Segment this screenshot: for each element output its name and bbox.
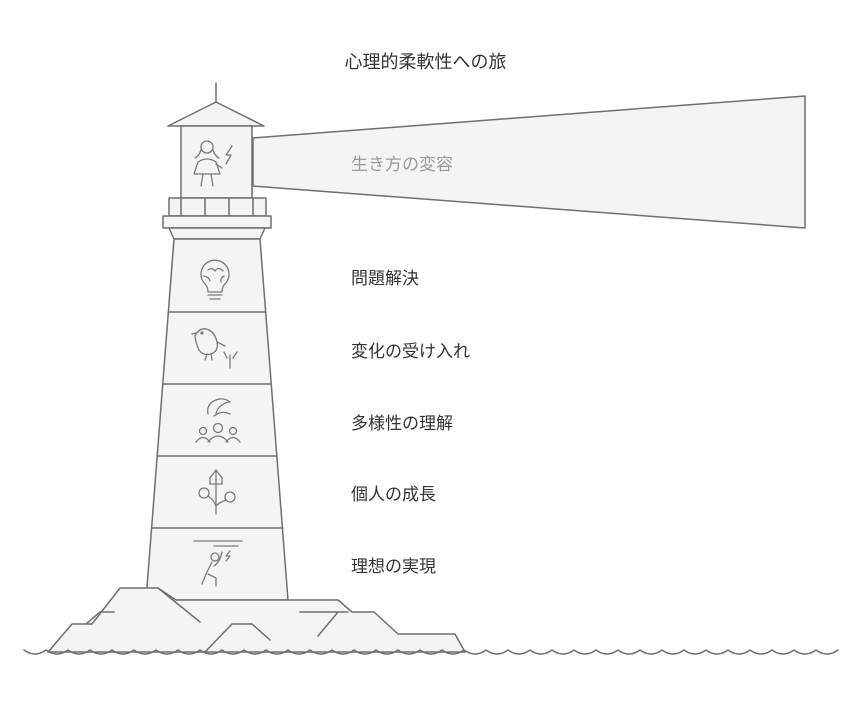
people-group-icon — [195, 398, 241, 443]
level-label-accepting-change: 変化の受け入れ — [351, 342, 470, 362]
person-lightning-icon — [193, 140, 233, 187]
level-label-personal-growth: 個人の成長 — [351, 485, 436, 505]
water-waves — [23, 649, 839, 655]
gallery-railing — [162, 197, 272, 229]
tower-body — [145, 227, 289, 601]
light-beam — [252, 95, 806, 229]
level-label-problem-solving: 問題解決 — [351, 269, 419, 289]
lightbulb-brain-icon — [200, 259, 230, 300]
growing-plant-icon — [198, 469, 236, 515]
person-reaching-icon — [193, 540, 243, 587]
level-label-realizing-ideals: 理想の実現 — [351, 557, 436, 577]
rocks — [47, 587, 466, 653]
beam-label: 生き方の変容 — [351, 155, 453, 175]
level-label-understanding-diversity: 多様性の理解 — [351, 414, 453, 434]
diagram-title: 心理的柔軟性への旅 — [344, 52, 507, 73]
lighthouse-roof — [167, 101, 265, 127]
bird-icon — [191, 328, 238, 369]
